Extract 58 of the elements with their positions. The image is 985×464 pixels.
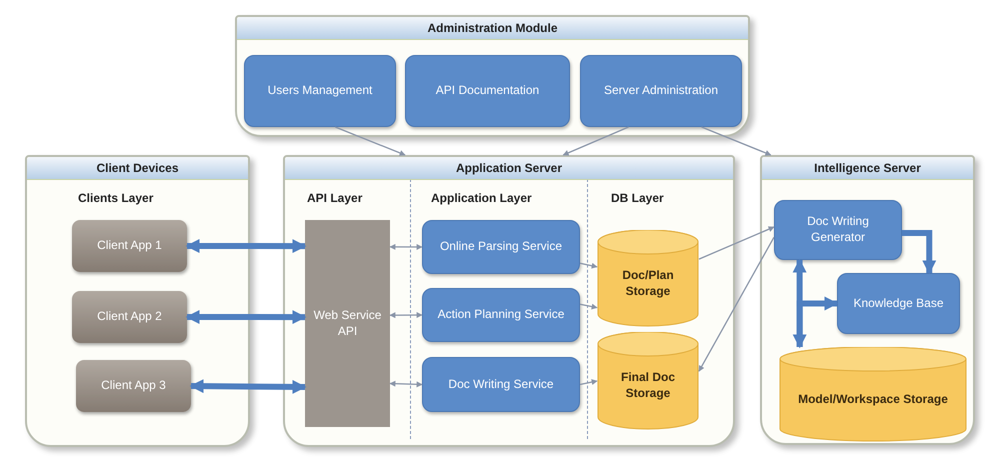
box-label: Client App 3 xyxy=(100,378,167,394)
panel-title: Application Server xyxy=(285,157,733,180)
layer-heading: Clients Layer xyxy=(78,191,154,205)
group-panel xyxy=(25,155,250,447)
arrow xyxy=(580,379,598,386)
layer-heading: API Layer xyxy=(307,191,362,205)
layer-heading: DB Layer xyxy=(611,191,664,205)
arrow xyxy=(698,236,775,372)
arrow xyxy=(580,262,598,269)
group-panel xyxy=(283,155,735,447)
thick-arrow xyxy=(186,239,306,254)
group-panel xyxy=(235,15,750,137)
client-app-box xyxy=(72,291,187,343)
arrow xyxy=(562,126,629,156)
panel-title: Intelligence Server xyxy=(762,157,973,180)
box-label: Knowledge Base xyxy=(852,296,945,312)
thick-arrow xyxy=(792,258,807,348)
service-box xyxy=(244,55,396,127)
arrow xyxy=(701,126,772,156)
service-box xyxy=(774,200,902,260)
database-cylinder xyxy=(597,332,699,430)
service-box xyxy=(422,357,580,412)
box-label: Users Management xyxy=(266,83,374,99)
box-label: Doc Writing Generator xyxy=(806,214,870,246)
box-label: Web Service API xyxy=(312,308,382,340)
box-label: Client App 2 xyxy=(96,309,163,325)
thick-arrow xyxy=(190,379,306,394)
group-panel xyxy=(760,155,975,445)
box-label: Client App 1 xyxy=(96,238,163,254)
arrow xyxy=(698,226,775,260)
arrow xyxy=(334,126,406,156)
arrow xyxy=(389,312,423,318)
box-label: Model/Workspace Storage xyxy=(797,390,949,408)
box-label: Online Parsing Service xyxy=(438,239,564,255)
panel-title: Client Devices xyxy=(27,157,248,180)
client-app-box xyxy=(76,360,191,412)
box-label: Action Planning Service xyxy=(436,307,566,323)
database-cylinder xyxy=(597,230,699,327)
box-label: API Documentation xyxy=(434,83,540,99)
panel-title: Administration Module xyxy=(237,17,748,40)
service-box xyxy=(580,55,742,127)
service-box xyxy=(837,273,960,334)
arrow xyxy=(580,304,598,310)
arrow xyxy=(389,380,423,388)
layer-heading: Application Layer xyxy=(431,191,532,205)
box-label: Server Administration xyxy=(602,83,720,99)
api-block xyxy=(305,220,390,427)
box-label: Doc/Plan Storage xyxy=(621,266,675,300)
service-box xyxy=(405,55,570,127)
client-app-box xyxy=(72,220,187,272)
arrow xyxy=(389,244,423,250)
thick-arrow xyxy=(186,310,306,324)
service-box xyxy=(422,288,580,342)
thick-arrow xyxy=(796,296,838,347)
database-cylinder xyxy=(779,347,967,442)
box-label: Doc Writing Service xyxy=(447,376,555,392)
service-box xyxy=(422,220,580,274)
box-label: Final Doc Storage xyxy=(620,369,676,402)
